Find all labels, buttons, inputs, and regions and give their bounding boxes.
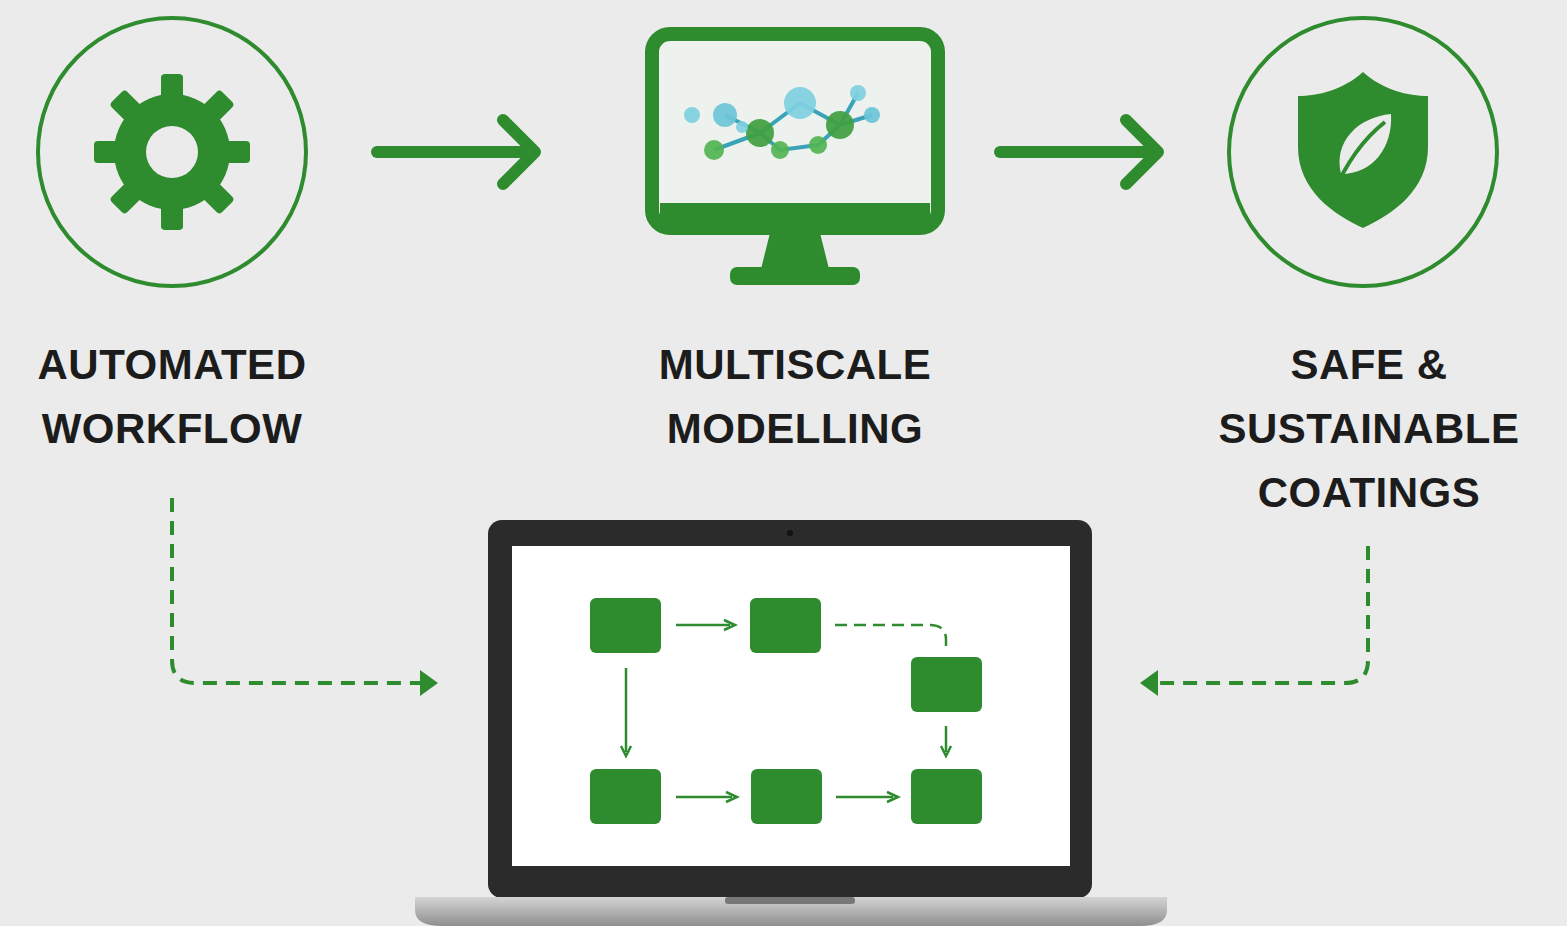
laptop-camera: [787, 530, 793, 536]
icon-node: SAFE & SUSTAINABLE COATINGS: [1193, 15, 1545, 525]
flow-arrow: [377, 120, 535, 184]
flow-boxes: [590, 598, 982, 824]
dashed-connector: [1152, 546, 1368, 683]
icon-node: AUTOMATED WORKFLOW: [12, 15, 332, 461]
laptop-base: [415, 897, 1167, 926]
arrowhead: [1140, 670, 1158, 696]
shield-icon: [1193, 15, 1545, 287]
laptop-display: [512, 546, 1070, 866]
node-label: MULTISCALE MODELLING: [630, 333, 960, 461]
laptop-screen: [488, 520, 1092, 898]
laptop-notch: [725, 897, 855, 904]
monitor-icon: [630, 15, 960, 287]
flow-arrows: [621, 620, 951, 802]
node-label: SAFE & SUSTAINABLE COATINGS: [1193, 333, 1545, 525]
flow-arrow: [1000, 120, 1158, 184]
node-label: AUTOMATED WORKFLOW: [12, 333, 332, 461]
icon-node: MULTISCALE MODELLING: [630, 15, 960, 461]
dashed-connector: [172, 498, 425, 683]
arrowhead: [420, 670, 438, 696]
gear-icon: [12, 15, 332, 287]
